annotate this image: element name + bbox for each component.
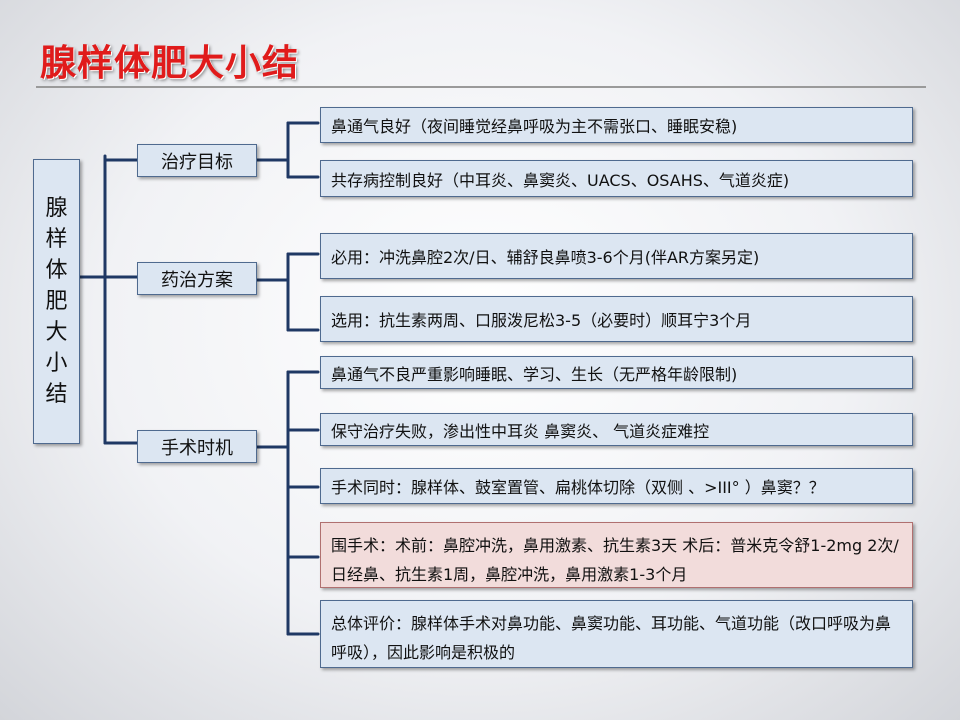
leaf-med-optional: 选用：抗生素两周、口服泼尼松3-5（必要时）顺耳宁3个月 — [320, 296, 913, 342]
page-title: 腺样体肥大小结 — [40, 43, 300, 84]
category-surgery-timing: 手术时机 — [137, 430, 257, 463]
root-char: 腺 — [45, 196, 68, 221]
leaf-surgery-indication-2: 保守治疗失败，渗出性中耳炎 鼻窦炎、 气道炎症难控 — [320, 413, 913, 446]
root-char: 肥 — [45, 289, 68, 314]
leaf-goal-nasal-ventilation: 鼻通气良好（夜间睡觉经鼻呼吸为主不需张口、睡眠安稳) — [320, 107, 913, 143]
title-divider — [36, 86, 926, 88]
root-char: 大 — [45, 320, 68, 345]
category-medication-plan: 药治方案 — [137, 262, 257, 295]
leaf-surgery-indication-1: 鼻通气不良严重影响睡眠、学习、生长（无严格年龄限制) — [320, 356, 913, 389]
root-node: 腺 样 体 肥 大 小 结 — [33, 159, 80, 444]
leaf-perioperative: 围手术：术前：鼻腔冲洗，鼻用激素、抗生素3天 术后：普米克令舒1-2mg 2次/… — [320, 522, 913, 588]
root-char: 结 — [45, 382, 68, 407]
root-char: 小 — [45, 351, 68, 376]
category-treatment-goals: 治疗目标 — [137, 144, 257, 177]
root-char: 体 — [45, 258, 68, 283]
leaf-goal-comorbidity-control: 共存病控制良好（中耳炎、鼻窦炎、UACS、OSAHS、气道炎症) — [320, 160, 913, 197]
leaf-surgery-concurrent: 手术同时：腺样体、鼓室置管、扁桃体切除（双侧 、>III° ）鼻窦？？ — [320, 468, 913, 504]
leaf-overall-evaluation: 总体评价：腺样体手术对鼻功能、鼻窦功能、耳功能、气道功能（改口呼吸为鼻呼吸），因… — [320, 600, 913, 668]
leaf-med-required: 必用：冲洗鼻腔2次/日、辅舒良鼻喷3-6个月(伴AR方案另定) — [320, 233, 913, 279]
root-char: 样 — [45, 227, 68, 252]
